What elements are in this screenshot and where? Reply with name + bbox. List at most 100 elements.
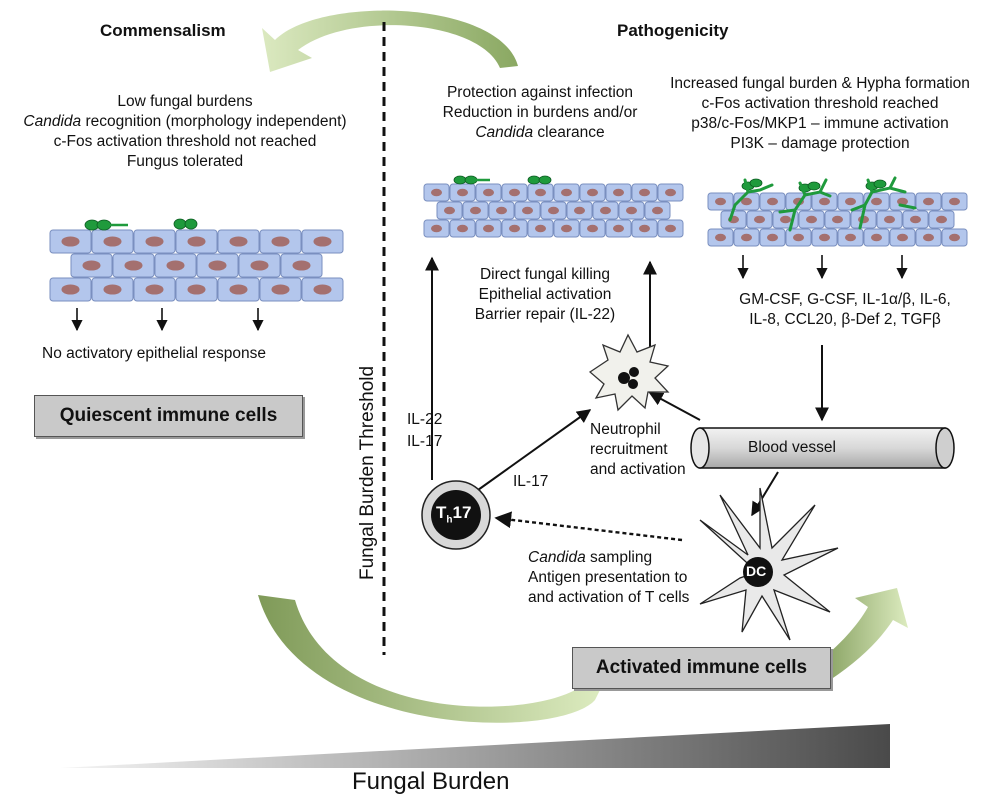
protection-text: Protection against infection Reduction i…: [420, 83, 660, 143]
cell-nucleus: [626, 206, 637, 215]
cell-nucleus: [832, 215, 843, 224]
cytokine-list: GM-CSF, G-CSF, IL-1α/β, IL-6, IL-8, CCL2…: [715, 290, 975, 330]
commensalism-heading: Commensalism: [100, 21, 226, 40]
quiescent-box: Quiescent immune cells: [34, 395, 303, 437]
cell-nucleus: [483, 224, 494, 233]
cell-nucleus: [613, 188, 624, 197]
yeast-cell: [464, 175, 478, 185]
cell-nucleus: [613, 224, 624, 233]
neutrophil-cell: [588, 333, 670, 412]
cell-nucleus: [936, 215, 947, 224]
cell-nucleus: [292, 260, 311, 271]
cell-nucleus: [457, 188, 468, 197]
cell-nucleus: [715, 197, 726, 206]
cell-nucleus: [949, 233, 960, 242]
cell-nucleus: [535, 224, 546, 233]
cell-nucleus: [145, 284, 164, 295]
pathway-arrows: [425, 256, 829, 542]
cell-nucleus: [187, 236, 206, 247]
cell-nucleus: [949, 197, 960, 206]
epithelium-infected: [707, 192, 968, 247]
cell-nucleus: [741, 233, 752, 242]
epithelium-small-arrows: [71, 255, 908, 332]
cell-nucleus: [780, 215, 791, 224]
protection-line: Candida clearance: [475, 124, 605, 141]
cell-nucleus: [897, 233, 908, 242]
threshold-label: Fungal Burden Threshold: [357, 365, 378, 580]
yeast-cell: [184, 218, 198, 230]
cell-nucleus: [522, 206, 533, 215]
cell-nucleus: [767, 233, 778, 242]
commensal-line: Fungus tolerated: [126, 153, 244, 170]
cytokine-line: GM-CSF, G-CSF, IL-1α/β, IL-6,: [739, 291, 951, 308]
cell-nucleus: [600, 206, 611, 215]
blood-vessel-tube: [690, 427, 955, 469]
yeast-cell: [527, 175, 541, 185]
cell-nucleus: [82, 260, 101, 271]
cell-nucleus: [229, 236, 248, 247]
commensal-line: c-Fos activation threshold not reached: [53, 133, 317, 150]
il17-label-upper: IL-17: [407, 433, 443, 450]
cell-nucleus: [187, 284, 206, 295]
cell-nucleus: [767, 197, 778, 206]
dendritic-cell: [699, 487, 839, 641]
killing-line: Direct fungal killing: [479, 266, 611, 283]
cell-nucleus: [561, 224, 572, 233]
cell-nucleus: [496, 206, 507, 215]
cell-nucleus: [819, 197, 830, 206]
neutrophil-text: Neutrophil recruitment and activation: [590, 420, 686, 480]
no-response-label: No activatory epithelial response: [42, 345, 267, 362]
top-cycle-arrow: [262, 10, 518, 72]
cell-nucleus: [103, 284, 122, 295]
hypha: [850, 176, 917, 230]
commensal-line: Candida recognition (morphology independ…: [23, 113, 347, 130]
cell-nucleus: [897, 197, 908, 206]
cell-nucleus: [61, 236, 80, 247]
sampling-line: Antigen presentation to: [528, 569, 688, 586]
cell-nucleus: [665, 188, 676, 197]
cell-nucleus: [483, 188, 494, 197]
yeast-cell: [173, 218, 187, 230]
cell-nucleus: [819, 233, 830, 242]
yeast-cell: [96, 219, 112, 231]
pathogenicity-heading: Pathogenicity: [617, 21, 729, 40]
fungal-burden-wedge: [60, 724, 890, 768]
cell-nucleus: [535, 188, 546, 197]
cell-nucleus: [470, 206, 481, 215]
cell-nucleus: [313, 284, 332, 295]
cell-nucleus: [271, 284, 290, 295]
cell-nucleus: [103, 236, 122, 247]
cell-nucleus: [509, 188, 520, 197]
killing-line: Barrier repair (IL-22): [474, 306, 616, 323]
cell-nucleus: [548, 206, 559, 215]
fungal-killing-text: Direct fungal killing Epithelial activat…: [460, 265, 630, 325]
cell-nucleus: [457, 224, 468, 233]
cell-nucleus: [271, 236, 290, 247]
cell-nucleus: [871, 233, 882, 242]
cell-nucleus: [208, 260, 227, 271]
fungal-cells: [84, 175, 887, 231]
sampling-line: Candida sampling: [528, 549, 653, 566]
neutrophil-line: Neutrophil: [590, 421, 661, 438]
commensal-line: Low fungal burdens: [117, 93, 253, 110]
fungal-burden-label: Fungal Burden: [352, 768, 510, 795]
cell-nucleus: [639, 188, 650, 197]
cell-nucleus: [431, 188, 442, 197]
yeast-cell: [807, 181, 821, 191]
protection-line: Protection against infection: [446, 84, 634, 101]
epithelium-commensal: [49, 229, 344, 302]
cell-nucleus: [124, 260, 143, 271]
cell-nucleus: [166, 260, 185, 271]
cell-nucleus: [61, 284, 80, 295]
cell-nucleus: [884, 215, 895, 224]
cell-nucleus: [845, 197, 856, 206]
cell-nucleus: [923, 197, 934, 206]
cell-nucleus: [587, 188, 598, 197]
increased-line: c-Fos activation threshold reached: [701, 95, 939, 112]
cell-nucleus: [741, 197, 752, 206]
neutrophil-line: recruitment: [590, 441, 668, 458]
hypha: [728, 178, 774, 222]
dc-label: DC: [746, 563, 767, 579]
